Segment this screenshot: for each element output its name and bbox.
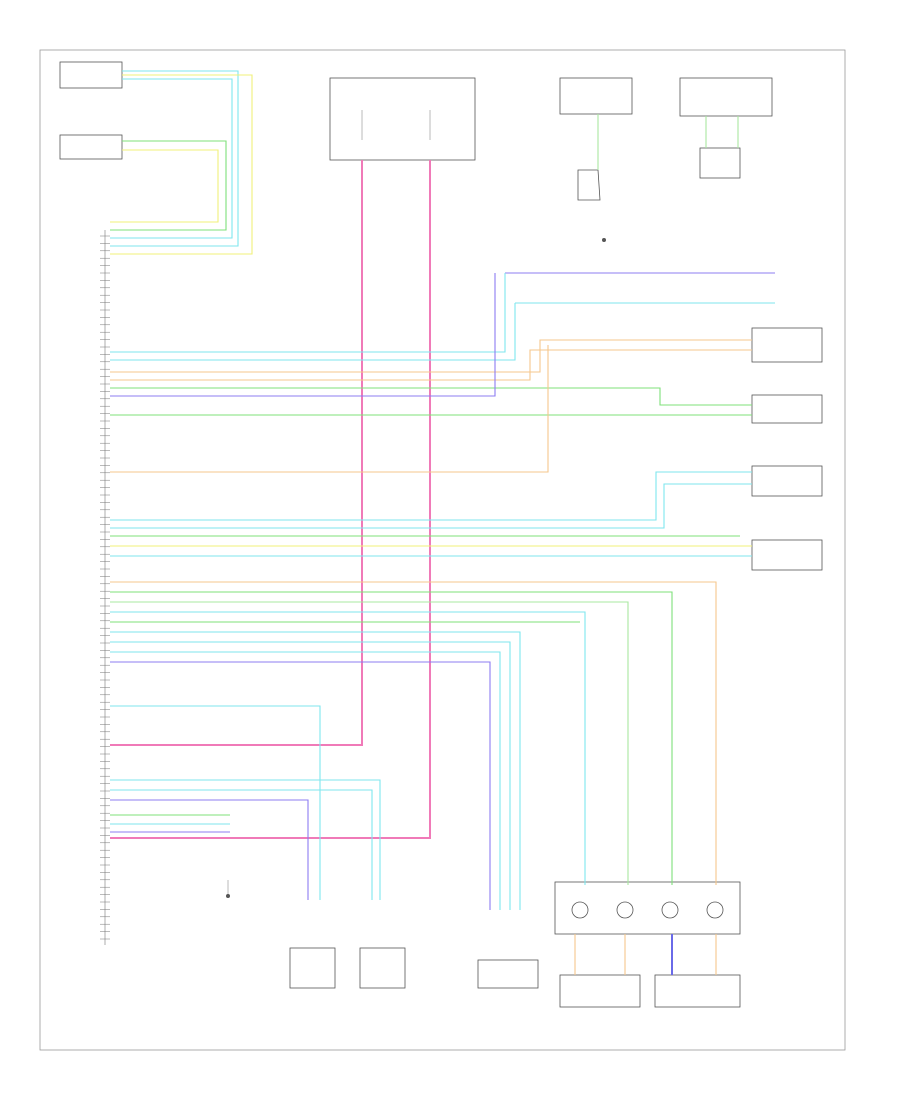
wire-violet — [110, 799, 309, 900]
wire-cyan — [110, 705, 321, 900]
wire-yellow — [110, 149, 219, 223]
ground-1 — [602, 238, 606, 242]
wire-green — [110, 387, 752, 406]
wire-cyan — [110, 789, 373, 900]
bottom-left-conn-1 — [289, 947, 336, 989]
top-center-switch — [559, 77, 633, 242]
bottom-left-conn-2 — [359, 947, 406, 989]
lamp-icon — [706, 901, 724, 919]
ground-2 — [226, 880, 230, 898]
wire-violet — [110, 661, 491, 910]
wire-orange — [110, 339, 752, 373]
wire-orange — [110, 345, 549, 473]
right-box-1 — [751, 327, 823, 363]
wire-cyan — [110, 651, 501, 910]
bottom-right-conn-1 — [559, 974, 641, 1008]
lamp-icon — [571, 901, 589, 919]
right-box-2 — [751, 394, 823, 424]
main-module-connector — [100, 230, 110, 945]
wire-pink — [110, 160, 431, 839]
diagram-frame — [39, 49, 846, 1051]
wire-lightgreen — [110, 601, 629, 885]
wire-orange — [110, 349, 752, 381]
wire-cyan — [110, 483, 752, 529]
top-left-sensor — [59, 61, 123, 89]
lamp-icon — [661, 901, 679, 919]
bottom-right-conn-2 — [654, 974, 741, 1008]
bottom-right-module — [554, 881, 741, 935]
wire-harness — [110, 70, 775, 975]
wire-green — [110, 591, 673, 885]
lamp-icon — [616, 901, 634, 919]
second-left-sensor — [59, 134, 123, 160]
wire-cyan — [110, 70, 239, 247]
fuse-box — [329, 77, 476, 161]
bottom-center-conn — [477, 959, 539, 989]
wire-cyan — [110, 303, 516, 361]
wire-cyan — [110, 641, 511, 910]
wire-cyan — [110, 631, 521, 910]
right-box-3 — [751, 465, 823, 497]
wire-pink — [110, 160, 363, 746]
wire-orange — [110, 581, 717, 885]
wire-cyan — [110, 471, 752, 521]
top-right-module — [679, 77, 773, 179]
wire-cyan — [110, 611, 586, 885]
wire-green — [110, 140, 227, 231]
right-box-4 — [751, 539, 823, 571]
wire-cyan — [110, 78, 233, 239]
wire-violet — [110, 273, 496, 397]
wire-cyan — [110, 779, 381, 900]
wire-yellow — [110, 74, 253, 255]
wire-cyan — [110, 273, 506, 353]
